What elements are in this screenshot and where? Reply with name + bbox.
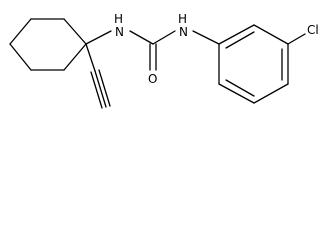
ring-bond (253, 24, 289, 45)
ring-bond (218, 83, 255, 104)
ring-bond (253, 83, 289, 104)
ring-bond (9, 43, 32, 71)
nh-aryl-bond (192, 30, 220, 45)
ring-bond (218, 24, 255, 45)
chlorine-label: Cl (307, 23, 319, 37)
triple-bond-line (98, 69, 111, 107)
structure-canvas: H N H N O Cl (0, 0, 335, 116)
nh-carbonyl-bond (129, 30, 154, 45)
triple-bond-line (94, 70, 107, 108)
nitrogen-right-label: N (179, 25, 188, 39)
ring-bond (63, 43, 87, 71)
ring-bond (9, 18, 32, 45)
nitrogen-left-label: H (114, 12, 123, 26)
oxygen-label: O (148, 72, 157, 86)
c-cl-bond (287, 33, 306, 45)
ethynyl-group (85, 43, 111, 109)
nitrogen-left-label: N (115, 25, 124, 39)
cyclohexane-ring (9, 18, 87, 71)
c-nh-bond (85, 30, 112, 45)
triple-bond-line (90, 71, 103, 109)
carbonyl-nh-bond (152, 30, 176, 45)
alkyne-attach-bond (85, 43, 96, 72)
ring-bond (63, 18, 87, 45)
aromatic-inner-bond (225, 31, 255, 49)
aromatic-inner-bond (225, 79, 255, 97)
nitrogen-right-label: H (178, 12, 187, 26)
molecule-drawing: H N H N O Cl (9, 12, 319, 109)
benzene-ring (218, 24, 289, 104)
urea-linker (85, 30, 220, 71)
